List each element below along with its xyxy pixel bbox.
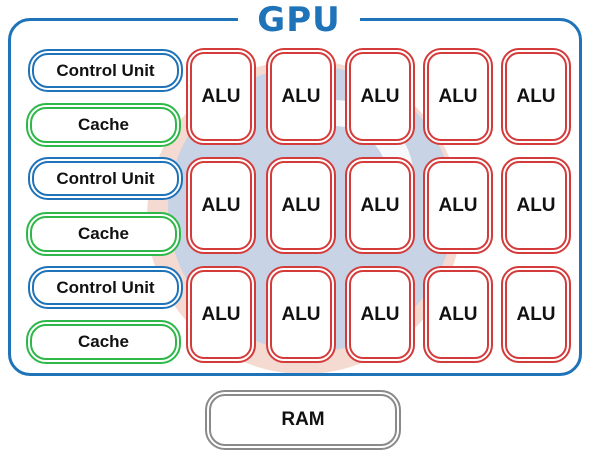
cache-box: Cache: [26, 212, 181, 256]
alu-box: ALU: [186, 157, 256, 254]
cache-box: Cache: [26, 320, 181, 364]
gpu-title-background: [238, 2, 360, 38]
alu-box: ALU: [266, 157, 336, 254]
alu-box: ALU: [423, 157, 493, 254]
alu-box: ALU: [423, 48, 493, 145]
alu-box: ALU: [423, 266, 493, 363]
control-unit-box: Control Unit: [28, 157, 183, 200]
ram-box: RAM: [205, 390, 401, 450]
alu-box: ALU: [186, 266, 256, 363]
alu-box: ALU: [266, 266, 336, 363]
cache-box: Cache: [26, 103, 181, 147]
alu-box: ALU: [345, 157, 415, 254]
alu-box: ALU: [501, 157, 571, 254]
alu-box: ALU: [266, 48, 336, 145]
alu-box: ALU: [501, 266, 571, 363]
control-unit-box: Control Unit: [28, 49, 183, 92]
alu-box: ALU: [345, 266, 415, 363]
control-unit-box: Control Unit: [28, 266, 183, 309]
alu-box: ALU: [501, 48, 571, 145]
alu-box: ALU: [345, 48, 415, 145]
alu-box: ALU: [186, 48, 256, 145]
gpu-title: GPU: [257, 0, 341, 40]
